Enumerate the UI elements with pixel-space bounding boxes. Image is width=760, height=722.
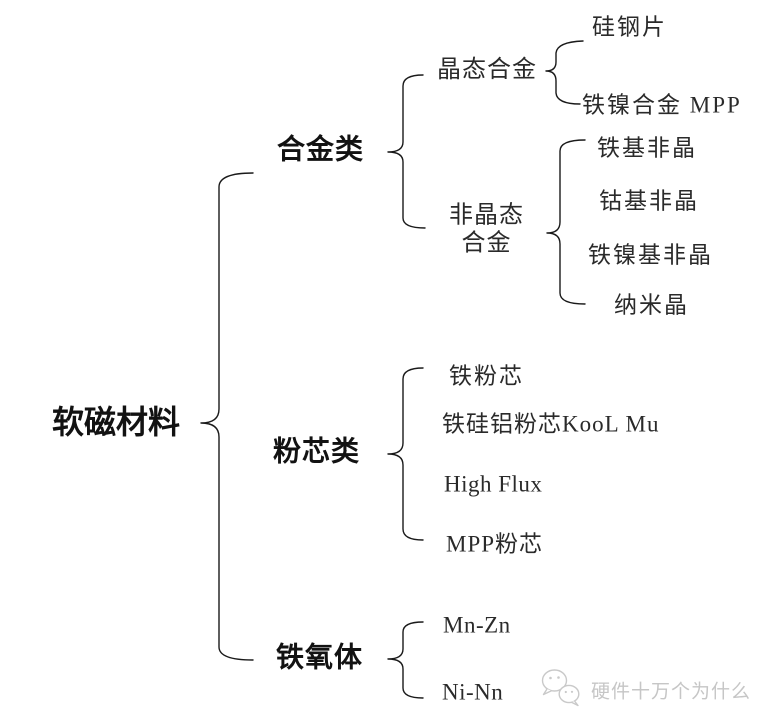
node-category-alloy: 合金类 <box>277 134 365 166</box>
brace-crystalline-alloy <box>545 40 584 105</box>
node-category-ferrite: 铁氧体 <box>276 642 364 674</box>
brace-ferrite-category <box>387 621 424 699</box>
node-root-soft-magnetic-materials: 软磁材料 <box>52 404 181 441</box>
leaf-high-flux: High Flux <box>444 471 543 497</box>
node-category-powder-core: 粉芯类 <box>273 436 361 468</box>
brace-alloy-category <box>387 74 426 229</box>
node-amorphous-alloy: 非晶态 合金 <box>449 202 524 257</box>
leaf-fe-based-amorphous: 铁基非晶 <box>597 135 697 161</box>
node-crystalline-alloy: 晶态合金 <box>437 56 537 83</box>
leaf-silicon-steel-sheet: 硅钢片 <box>592 14 667 40</box>
brace-powder-core-category <box>387 367 424 541</box>
leaf-sendust-kool-mu: 铁硅铝粉芯KooL Mu <box>442 411 660 437</box>
watermark-text: 硬件十万个为什么 <box>591 681 752 703</box>
brace-root <box>200 172 254 661</box>
leaf-mn-zn: Mn-Zn <box>443 612 511 638</box>
leaf-ni-nn: Ni-Nn <box>442 679 504 705</box>
leaf-fe-ni-based-amorphous: 铁镍基非晶 <box>588 242 713 268</box>
leaf-iron-powder-core: 铁粉芯 <box>449 363 524 389</box>
brace-amorphous-alloy <box>546 139 586 305</box>
wechat-bubbles-icon <box>541 669 580 707</box>
leaf-co-based-amorphous: 钴基非晶 <box>599 188 699 214</box>
leaf-fe-ni-alloy-mpp: 铁镍合金 MPP <box>582 92 742 118</box>
leaf-nanocrystalline: 纳米晶 <box>614 292 689 318</box>
leaf-mpp-powder-core: MPP粉芯 <box>446 531 544 557</box>
